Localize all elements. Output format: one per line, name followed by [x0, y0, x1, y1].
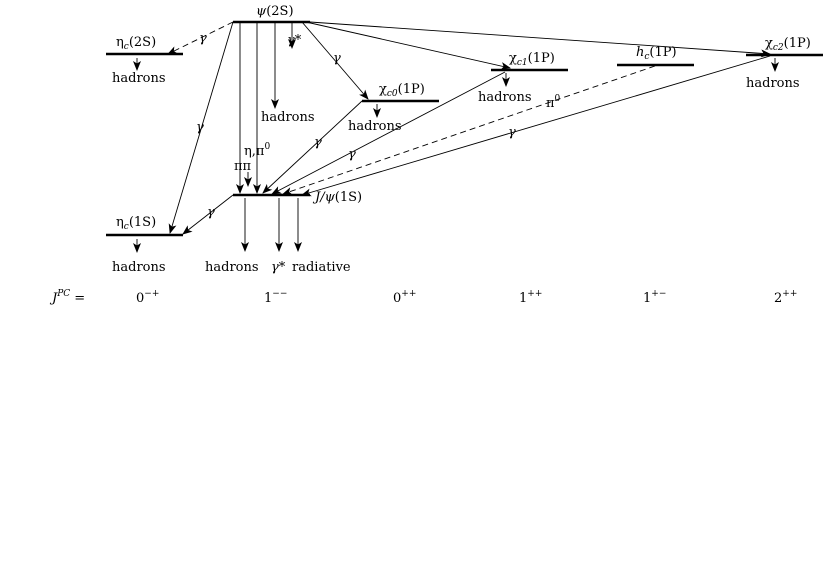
transition-chic0-to-jpsi [262, 100, 363, 194]
label-radiative-jpsi: radiative [292, 260, 351, 275]
decay-product-labels: hadrons hadrons hadrons hadrons hadrons … [112, 71, 800, 275]
label-gamma-psi2s-chic0: γ [333, 51, 341, 66]
quantum-numbers-row: JPC = 0−+ 1−− 0++ 1++ 1+− 2++ [49, 289, 797, 306]
jpc-label: JPC = [49, 289, 85, 306]
label-gamma-chic1-jpsi: γ [348, 147, 356, 162]
label-etac-1s: ηc(1S) [116, 215, 156, 232]
transition-chic2-to-jpsi [301, 55, 771, 197]
transition-jpsi-to-etac1s [182, 194, 234, 235]
level-labels: ψ(2S) ηc(2S) χc0(1P) χc1(1P) hc(1P) χc2(… [116, 4, 811, 232]
jpc-value-2: 0++ [393, 289, 416, 306]
label-pipi: ππ [234, 159, 252, 174]
jpc-value-3: 1++ [519, 289, 542, 306]
energy-levels [106, 20, 823, 237]
label-hc-1p: hc(1P) [636, 45, 677, 62]
label-hadrons-chic2: hadrons [746, 76, 800, 91]
transition-psi2s-to-etac1s [168, 21, 234, 234]
label-jpsi-1s: J/ψ(1S) [312, 190, 362, 205]
transition-labels: γ γ γ* γ γ γ γ γ ππ η,π0 π0 [196, 31, 561, 220]
label-hadrons-etac1s: hadrons [112, 260, 166, 275]
label-hadrons-psi2s: hadrons [261, 110, 315, 125]
label-gamma-psi2s-etac2s: γ [199, 31, 207, 46]
label-hadrons-etac2s: hadrons [112, 71, 166, 86]
jpc-value-0: 0−+ [136, 289, 159, 306]
label-etac-2s: ηc(2S) [116, 35, 156, 52]
label-hadrons-chic0: hadrons [348, 119, 402, 134]
transition-hc-to-jpsi [282, 65, 656, 195]
label-chic0-1p: χc0(1P) [379, 82, 425, 99]
transition-lines [133, 21, 779, 253]
label-gamma-star-psi2s: γ* [287, 33, 302, 48]
label-hadrons-chic1: hadrons [478, 90, 532, 105]
label-chic1-1p: χc1(1P) [509, 51, 555, 68]
label-chic2-1p: χc2(1P) [765, 36, 811, 53]
jpc-value-1: 1−− [264, 289, 287, 306]
label-pi0-hc: π0 [546, 94, 561, 111]
transition-chic1-to-jpsi [271, 71, 506, 195]
label-psi-2s: ψ(2S) [256, 4, 294, 19]
label-eta-pi0: η,π0 [244, 142, 270, 159]
transition-psi2s-to-chic2 [309, 21, 771, 58]
jpc-value-5: 2++ [774, 289, 797, 306]
label-gamma-jpsi-etac1s: γ [207, 205, 215, 220]
transition-psi2s-to-chic0 [301, 21, 369, 100]
label-gamma-chic2-jpsi: γ [508, 125, 516, 140]
transition-psi2s-to-chic1 [305, 21, 511, 70]
transition-psi2s-to-etac2s [167, 21, 234, 55]
jpc-value-4: 1+− [643, 289, 666, 306]
label-gamma-chic0-jpsi: γ [314, 135, 322, 150]
label-hadrons-jpsi: hadrons [205, 260, 259, 275]
label-gamma-star-jpsi: γ* [271, 260, 286, 275]
label-gamma-psi2s-etac1s: γ [196, 120, 204, 135]
